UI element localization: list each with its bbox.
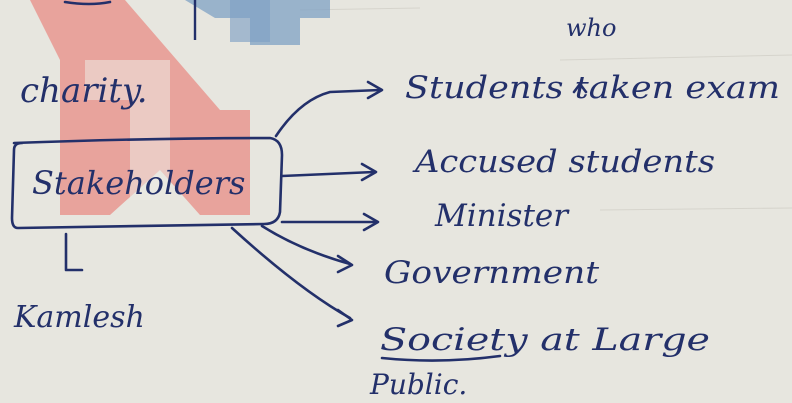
watermark-logo [30, 0, 330, 215]
branch-label-minister: Minister [434, 198, 570, 234]
caret-mark [572, 82, 588, 94]
note-heading: charity. [20, 71, 148, 111]
society-underline [380, 354, 502, 362]
arrow-2 [280, 170, 376, 178]
kamlesh-label: Kamlesh [13, 300, 145, 335]
public-label: Public. [369, 368, 467, 401]
stakeholders-box [10, 136, 284, 230]
arrow-4 [260, 224, 352, 266]
insertion-word: who [566, 14, 616, 42]
branch-label-students: Students taken exam [405, 70, 780, 106]
branch-label-society: Society at Large [380, 322, 710, 358]
stakeholders-label: Stakeholders [32, 164, 245, 202]
branch-label-accused: Accused students [412, 144, 715, 180]
box-down-connector [64, 232, 84, 272]
branch-arrows [230, 80, 384, 328]
arrow-1 [274, 88, 382, 138]
branch-label-government: Government [384, 255, 600, 291]
